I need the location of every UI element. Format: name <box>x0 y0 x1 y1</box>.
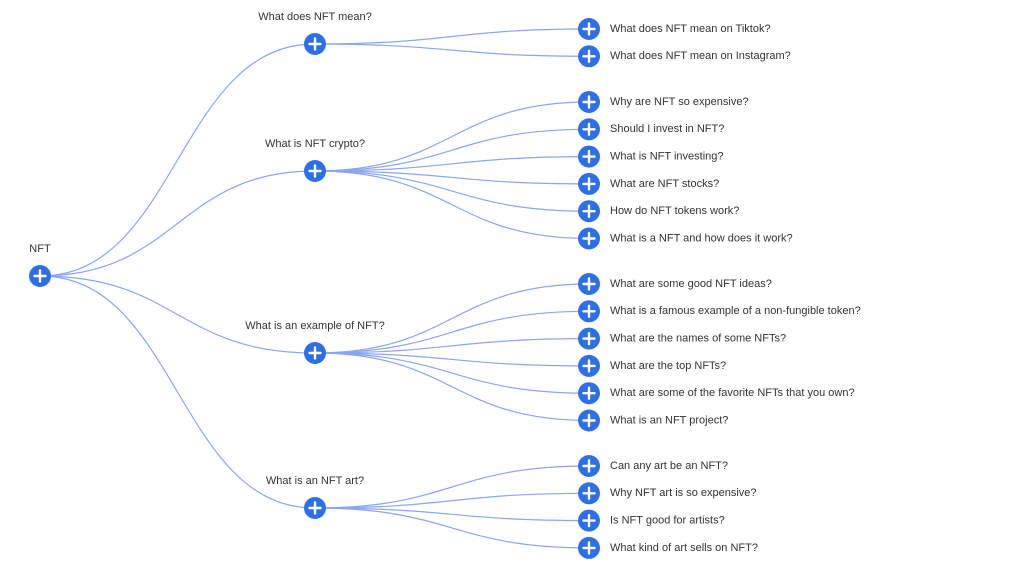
leaf-node-expand-button[interactable] <box>578 118 600 141</box>
leaf-node-label[interactable]: Should I invest in NFT? <box>610 123 724 135</box>
leaf-node-expand-button[interactable] <box>578 227 600 250</box>
leaf-node-expand-button[interactable] <box>578 455 600 477</box>
branch-node-label: What is an NFT art? <box>266 475 364 487</box>
link-branch-to-leaf <box>314 156 590 172</box>
link-branch-to-leaf <box>314 43 590 57</box>
link-branch-to-leaf <box>314 507 590 549</box>
link-branch-to-leaf <box>314 492 590 509</box>
link-branch-to-leaf <box>314 128 590 172</box>
leaf-node-expand-button[interactable] <box>578 45 600 68</box>
leaf-node-label[interactable]: What does NFT mean on Tiktok? <box>610 23 771 35</box>
leaf-node-expand-button[interactable] <box>578 300 600 323</box>
leaf-node-label[interactable]: What is a famous example of a non-fungib… <box>610 305 861 317</box>
nodes-layer: NFT What does NFT mean? What does NFT mean… <box>29 11 861 559</box>
leaf-node-label[interactable]: Is NFT good for artists? <box>610 515 725 527</box>
branch-node-expand-button[interactable] <box>304 33 326 55</box>
root-node-label: NFT <box>29 243 51 255</box>
root-node-expand-button[interactable] <box>29 265 51 287</box>
leaf-node-label[interactable]: What is a NFT and how does it work? <box>610 232 793 244</box>
leaf-node-label[interactable]: What is an NFT project? <box>610 414 728 426</box>
links-layer <box>39 28 590 549</box>
link-branch-to-leaf <box>314 352 590 367</box>
leaf-node-expand-button[interactable] <box>578 18 600 40</box>
leaf-node-expand-button[interactable] <box>578 200 600 223</box>
leaf-node-label[interactable]: How do NFT tokens work? <box>610 205 739 217</box>
link-branch-to-leaf <box>314 170 590 240</box>
link-root-to-branch <box>39 275 316 509</box>
leaf-node-expand-button[interactable] <box>578 273 600 295</box>
link-branch-to-leaf <box>314 352 590 422</box>
link-root-to-branch <box>39 170 316 277</box>
leaf-node-label[interactable]: Can any art be an NFT? <box>610 460 728 472</box>
leaf-node-expand-button[interactable] <box>578 536 600 559</box>
leaf-node-label[interactable]: What are NFT stocks? <box>610 178 719 190</box>
link-branch-to-leaf <box>314 338 590 354</box>
link-branch-to-leaf <box>314 28 590 45</box>
leaf-node-expand-button[interactable] <box>578 409 600 432</box>
leaf-node-label[interactable]: Why NFT art is so expensive? <box>610 487 757 499</box>
leaf-node-label[interactable]: What are some of the favorite NFTs that … <box>610 387 855 399</box>
leaf-node-expand-button[interactable] <box>578 382 600 405</box>
leaf-node-label[interactable]: What is NFT investing? <box>610 151 724 163</box>
branch-node-label: What is an example of NFT? <box>245 320 384 332</box>
leaf-node-expand-button[interactable] <box>578 354 600 377</box>
leaf-node-label[interactable]: What are the names of some NFTs? <box>610 333 786 345</box>
link-branch-to-leaf <box>314 101 590 172</box>
leaf-node-label[interactable]: What are the top NFTs? <box>610 360 726 372</box>
leaf-node-expand-button[interactable] <box>578 482 600 505</box>
link-branch-to-leaf <box>314 352 590 394</box>
link-root-to-branch <box>39 275 316 354</box>
link-root-to-branch <box>39 43 316 277</box>
link-branch-to-leaf <box>314 465 590 509</box>
leaf-node-expand-button[interactable] <box>578 509 600 532</box>
leaf-node-expand-button[interactable] <box>578 91 600 113</box>
leaf-node-label[interactable]: Why are NFT so expensive? <box>610 96 749 108</box>
link-branch-to-leaf <box>314 507 590 522</box>
link-branch-to-leaf <box>314 310 590 354</box>
link-branch-to-leaf <box>314 170 590 185</box>
branch-node-label: What is NFT crypto? <box>265 138 365 150</box>
link-branch-to-leaf <box>314 283 590 354</box>
branch-node-label: What does NFT mean? <box>258 11 372 23</box>
leaf-node-expand-button[interactable] <box>578 172 600 195</box>
branch-node-expand-button[interactable] <box>304 497 326 519</box>
leaf-node-expand-button[interactable] <box>578 145 600 168</box>
leaf-node-expand-button[interactable] <box>578 327 600 350</box>
leaf-node-label[interactable]: What kind of art sells on NFT? <box>610 542 758 554</box>
link-branch-to-leaf <box>314 170 590 212</box>
leaf-node-label[interactable]: What are some good NFT ideas? <box>610 278 772 290</box>
branch-node-expand-button[interactable] <box>304 342 326 364</box>
leaf-node-label[interactable]: What does NFT mean on Instagram? <box>610 50 791 62</box>
branch-node-expand-button[interactable] <box>304 160 326 182</box>
